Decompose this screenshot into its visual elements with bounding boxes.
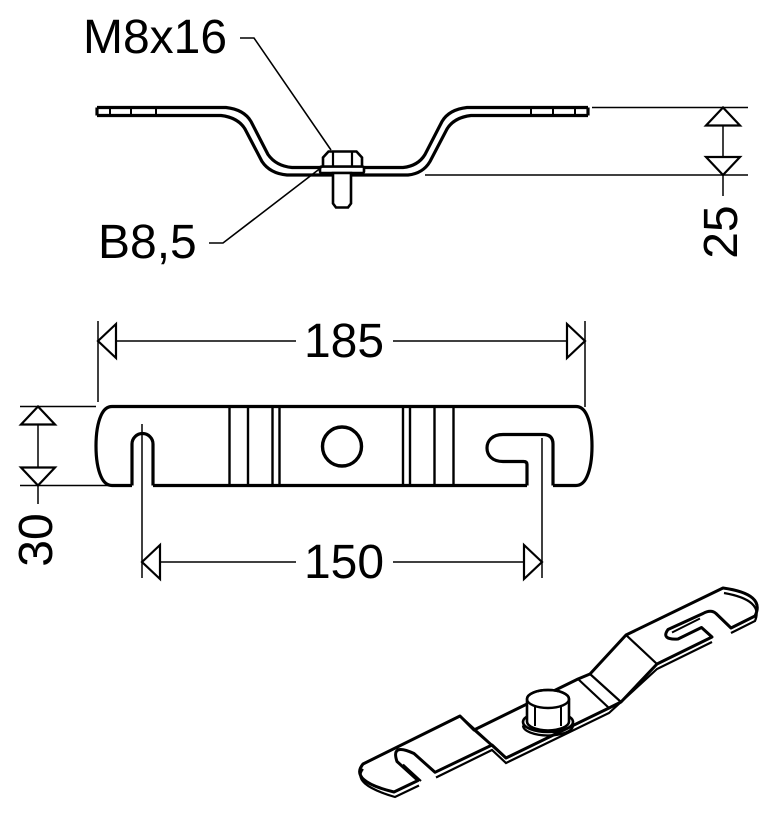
callout-bolt-spec: M8x16 [83, 11, 332, 151]
dim30-arrow-up [18, 404, 58, 426]
dim30-arrow-down [18, 466, 58, 488]
dim185-arrow-left [96, 321, 118, 361]
dimension-width-30: 30 [10, 404, 110, 567]
hole-spec-label: B8,5 [98, 216, 197, 269]
bolt-hex-head-side [321, 150, 364, 168]
plan-bend-lines [228, 407, 455, 485]
dimension-spacing-150: 150 [140, 424, 544, 589]
bolt-shank-side [331, 171, 353, 209]
dim30-extension-lines [20, 405, 110, 487]
iso-strap-outline [358, 586, 759, 794]
iso-hook-slot-inner-edge [671, 617, 701, 634]
iso-notch-inner-edge [402, 763, 422, 782]
dimension-height-25: 25 [425, 105, 748, 259]
iso-bolt-head-top-face [525, 688, 571, 710]
iso-bolt-hex-head [525, 688, 571, 732]
isometric-view [358, 586, 759, 799]
side-slot-edge-ticks [109, 107, 576, 116]
dim30-value: 30 [10, 513, 63, 566]
bolt-spec-label: M8x16 [83, 11, 227, 64]
dim150-value: 150 [304, 536, 384, 589]
bolt-hex-facet-lines [331, 152, 354, 167]
dim25-arrow-up [703, 105, 743, 127]
iso-thickness-edges [359, 591, 758, 799]
callout-hole-spec: B8,5 [98, 166, 323, 269]
bolt-spec-leader-line [240, 37, 332, 151]
dim150-arrow-right [522, 542, 544, 582]
iso-bolt-hex-facets [534, 705, 562, 726]
iso-bolt-washer-thickness [521, 725, 575, 737]
hole-spec-leader-line [209, 166, 323, 244]
dim185-extension-lines [97, 321, 586, 407]
dimension-length-185: 185 [96, 315, 587, 407]
dim185-arrow-right [565, 321, 587, 361]
dim150-arrow-left [140, 542, 162, 582]
plan-center-hole [320, 425, 364, 468]
dim150-extension-lines [141, 424, 543, 578]
iso-fold-lines [459, 634, 658, 759]
side-profile-end-caps [95, 107, 590, 116]
plan-right-hook-slot [485, 432, 555, 486]
dim25-arrow-down [703, 155, 743, 177]
dim25-value: 25 [695, 205, 748, 258]
dim185-value: 185 [304, 315, 384, 368]
plan-outline [94, 404, 594, 488]
side-view [95, 105, 590, 209]
